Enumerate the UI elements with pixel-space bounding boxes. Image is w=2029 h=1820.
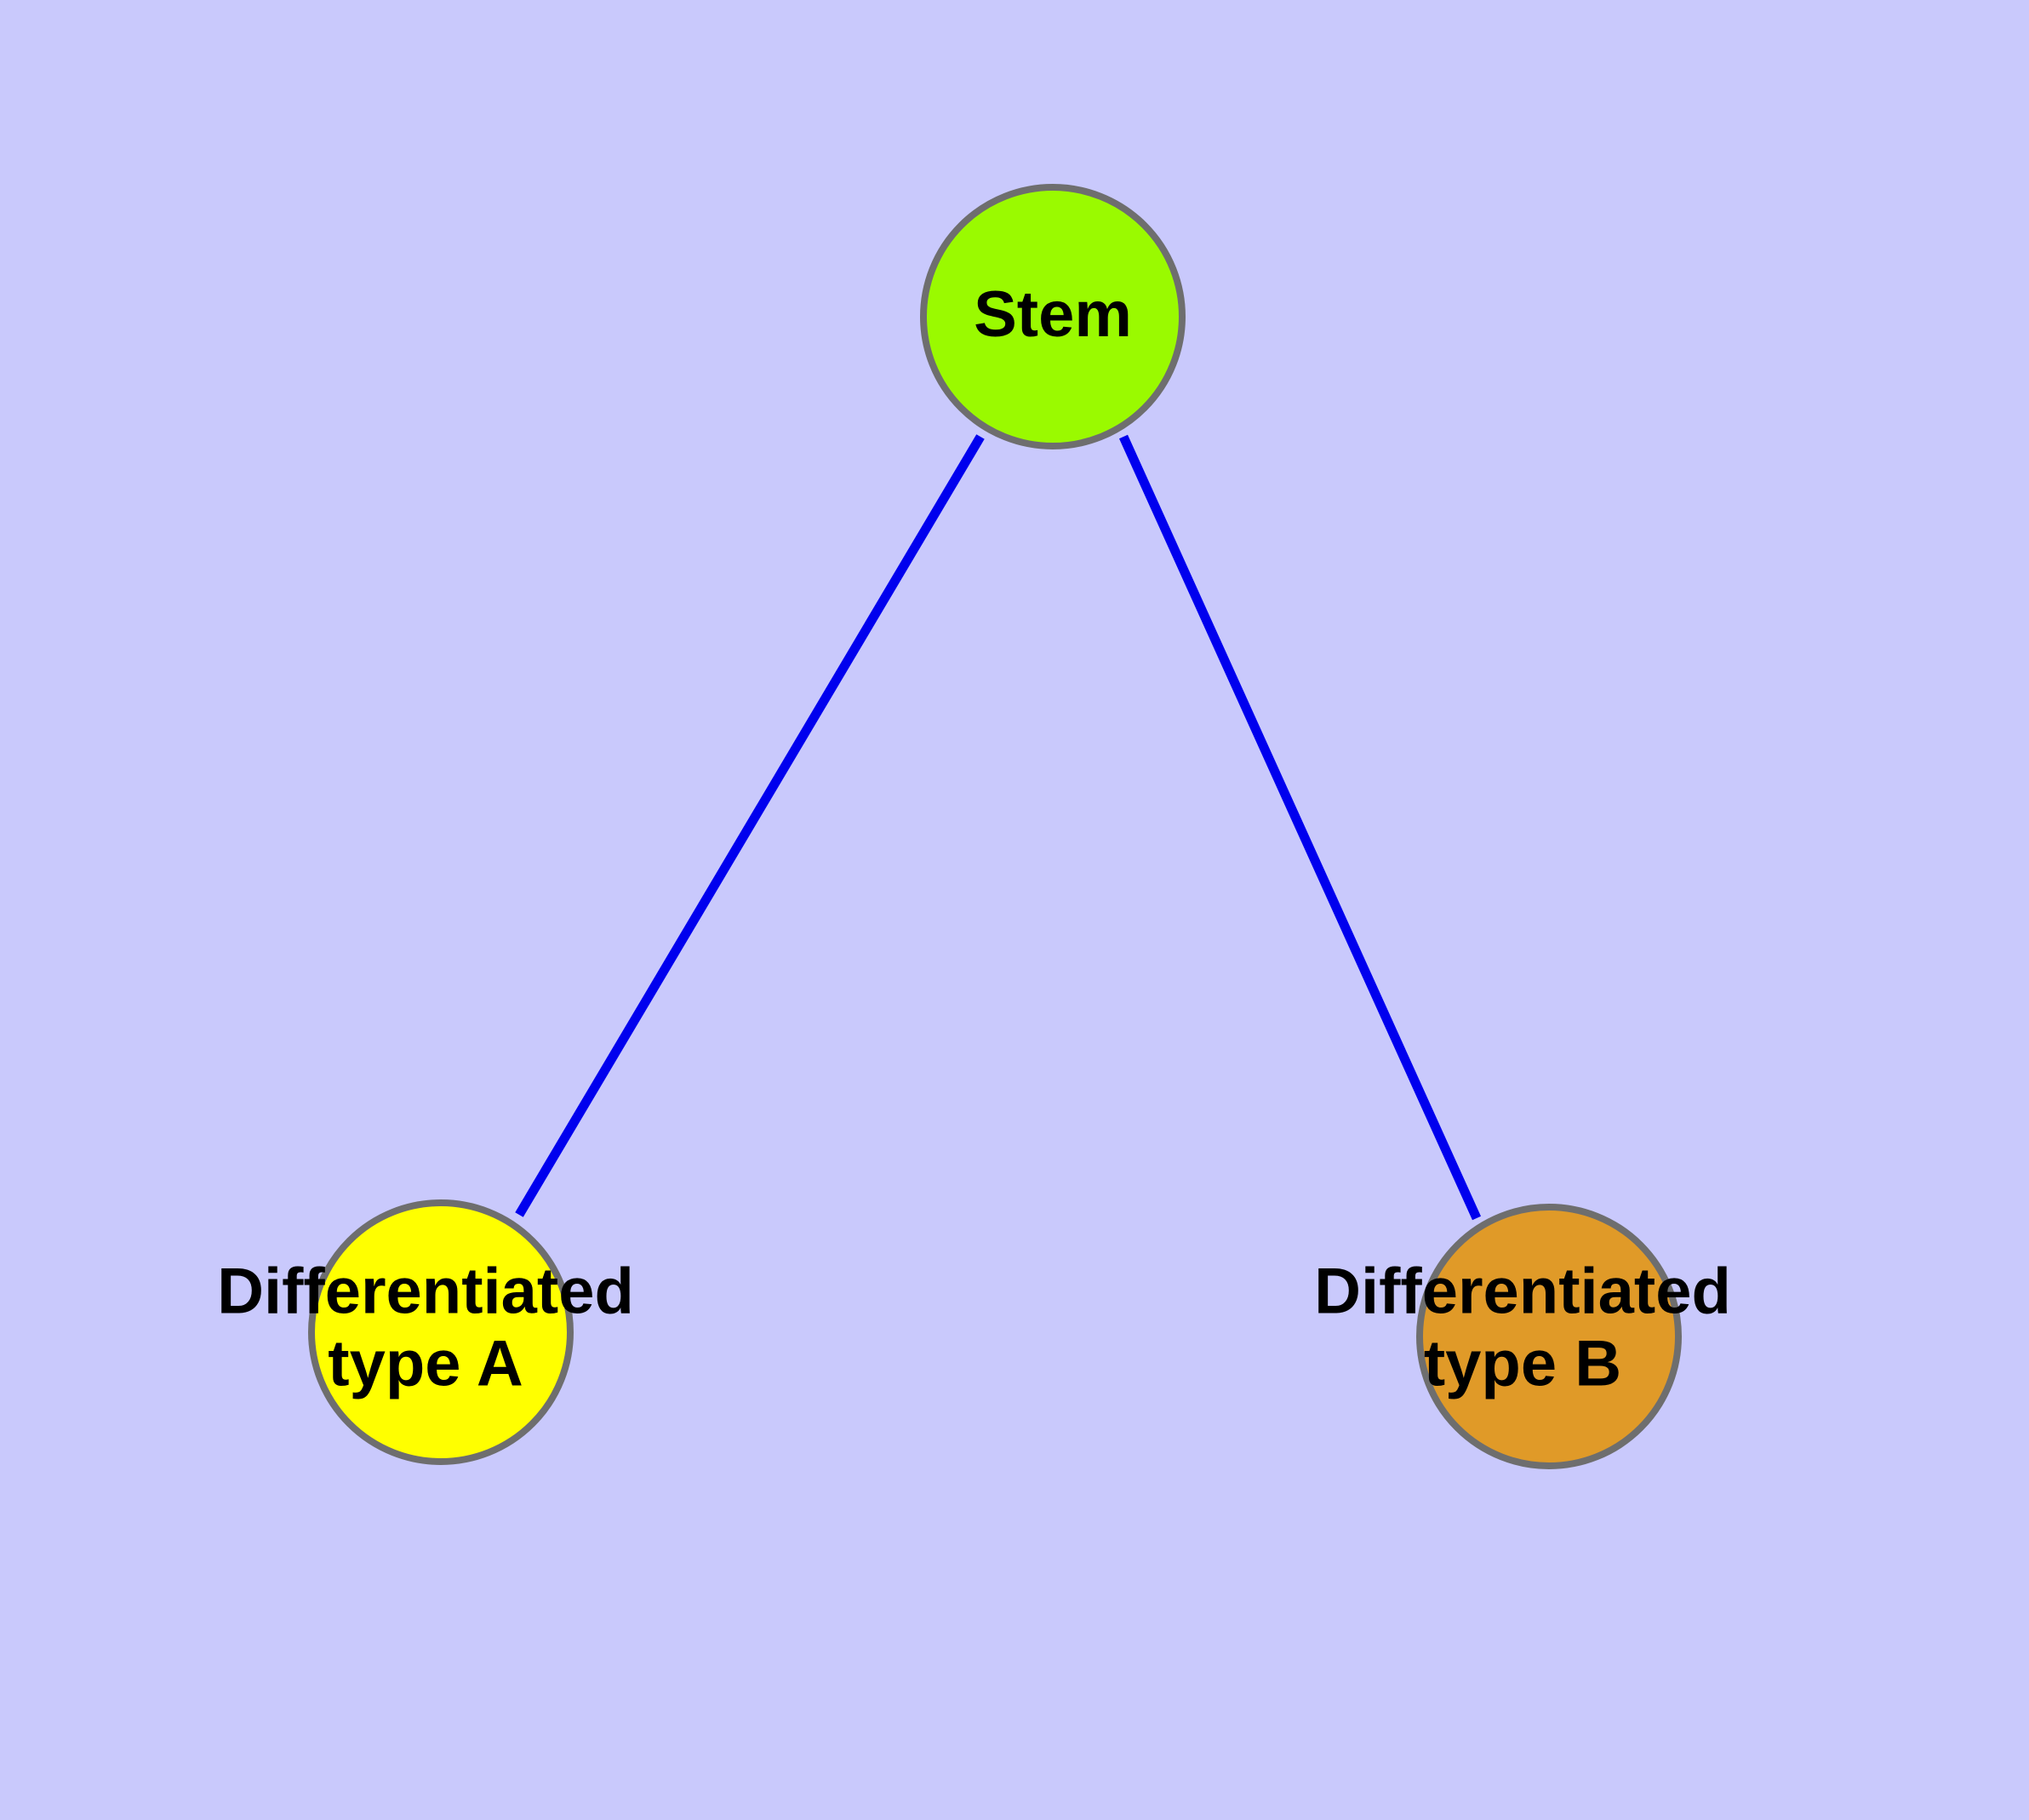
node-label-stem: Stem xyxy=(974,278,1132,351)
edge-layer xyxy=(515,434,1482,1221)
node-stem[interactable] xyxy=(920,184,1186,449)
node-differentiated-type-a[interactable] xyxy=(308,1199,574,1465)
edge-stem-to-differentiated-type-a[interactable] xyxy=(515,434,985,1217)
node-layer xyxy=(308,184,1682,1469)
edge-stem-to-differentiated-type-b[interactable] xyxy=(1118,434,1482,1221)
node-differentiated-type-b[interactable] xyxy=(1416,1204,1682,1469)
